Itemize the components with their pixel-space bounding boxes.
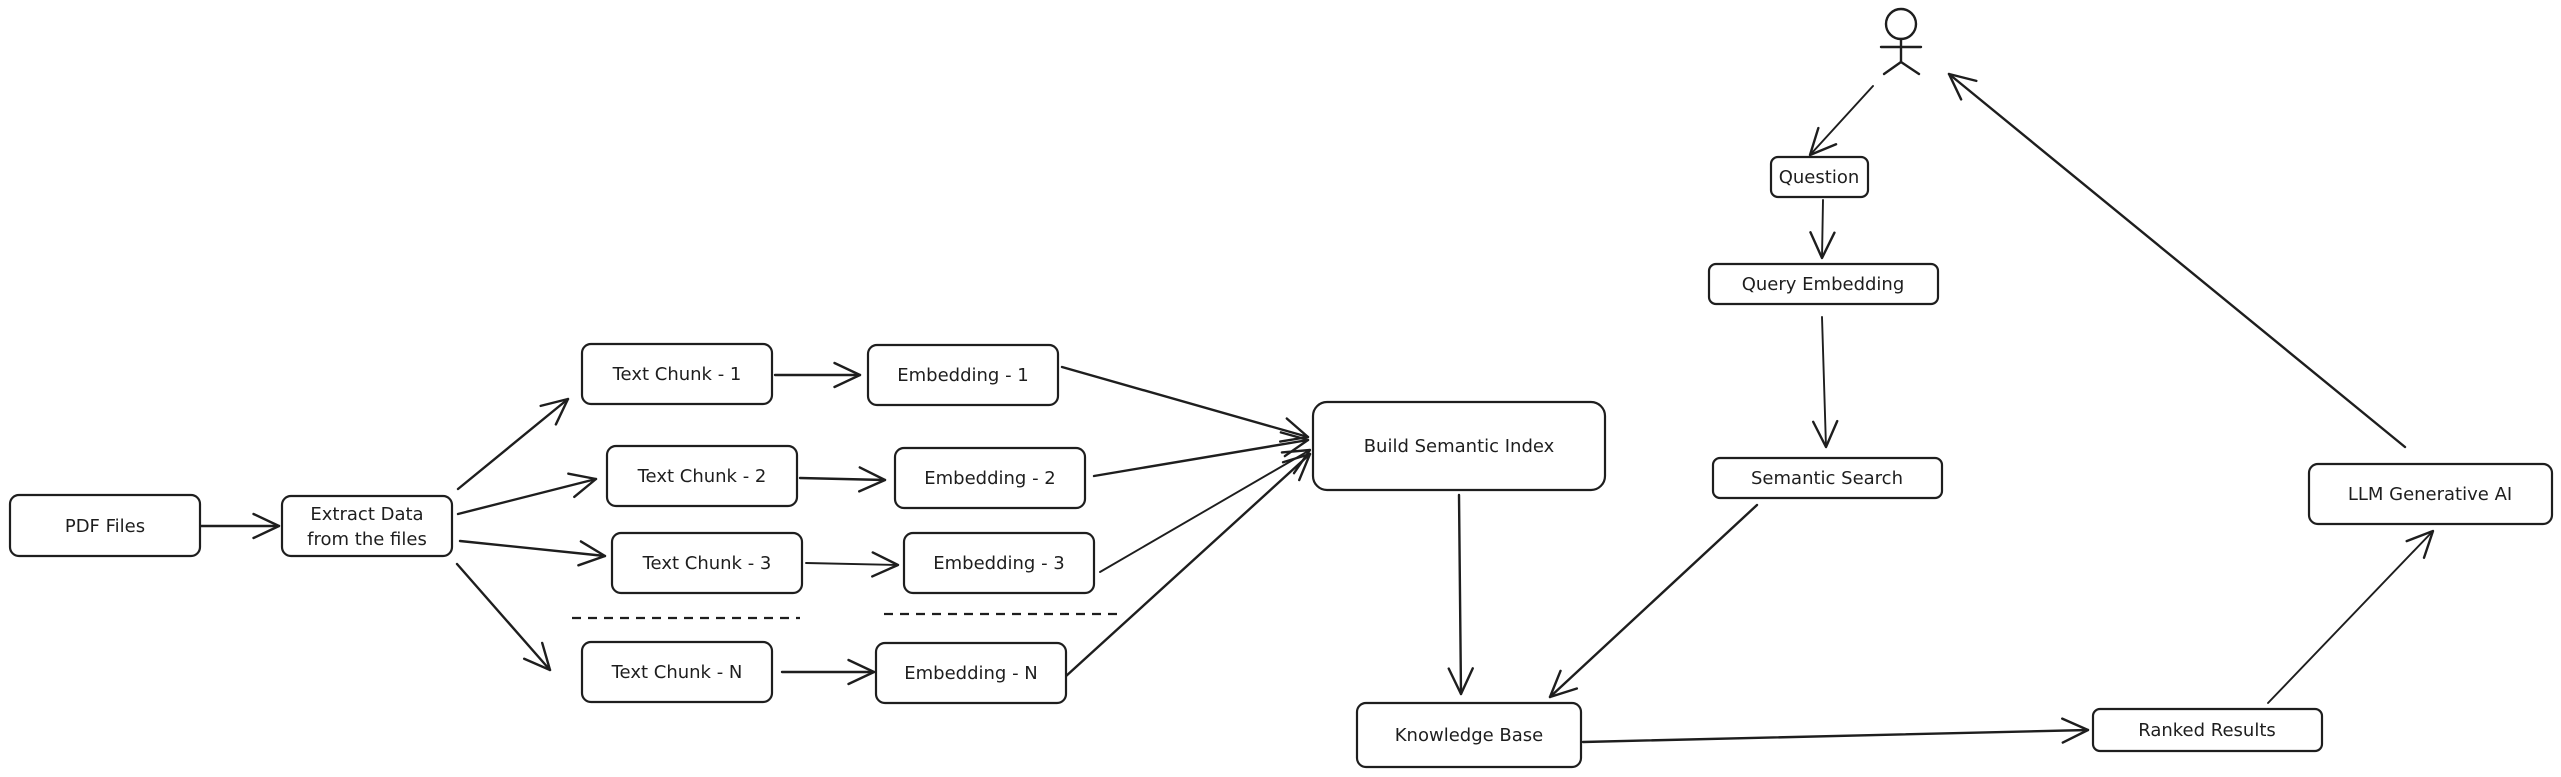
node-text-chunk-1-label: Text Chunk - 1 [612, 364, 742, 385]
node-text-chunk-n: Text Chunk - N [580, 640, 774, 704]
node-pdf-files: PDF Files [8, 493, 202, 558]
edges [198, 72, 2435, 744]
node-semantic-search-label: Semantic Search [1751, 468, 1903, 489]
edge-extract-to-chunk-3 [458, 539, 607, 567]
node-text-chunk-3-label: Text Chunk - 3 [642, 553, 772, 574]
edge-extract-to-chunk-2 [456, 472, 598, 516]
node-question: Question [1769, 155, 1870, 199]
node-build-semantic-index-label: Build Semantic Index [1364, 436, 1555, 457]
node-pdf-files-label: PDF Files [65, 516, 145, 537]
edge-embedding-1-to-index [1060, 365, 1310, 443]
node-embedding-3-label: Embedding - 3 [933, 553, 1064, 574]
node-question-label: Question [1779, 167, 1860, 188]
user-icon [1879, 7, 1923, 76]
node-llm-generative-ai: LLM Generative AI [2307, 462, 2554, 526]
node-knowledge-base: Knowledge Base [1355, 701, 1583, 769]
edge-ranked-results-to-llm [2267, 529, 2435, 704]
node-text-chunk-2: Text Chunk - 2 [605, 444, 799, 508]
node-embedding-2-label: Embedding - 2 [924, 468, 1055, 489]
node-text-chunk-n-label: Text Chunk - N [611, 662, 743, 683]
edge-question-to-query-embedding [1809, 199, 1836, 260]
node-extract-data: Extract Data from the files [280, 494, 454, 558]
edge-semantic-search-to-knowledge-base [1548, 503, 1759, 699]
node-text-chunk-3: Text Chunk - 3 [610, 531, 804, 595]
node-ranked-results: Ranked Results [2091, 707, 2324, 753]
node-query-embedding: Query Embedding [1707, 262, 1940, 306]
edge-user-to-question [1808, 85, 1874, 157]
node-embedding-2: Embedding - 2 [893, 446, 1087, 510]
edge-index-to-knowledge-base [1447, 493, 1474, 696]
node-build-semantic-index: Build Semantic Index [1311, 400, 1607, 492]
node-query-embedding-label: Query Embedding [1742, 274, 1905, 295]
node-knowledge-base-label: Knowledge Base [1395, 725, 1544, 746]
node-text-chunk-1: Text Chunk - 1 [580, 342, 774, 406]
node-embedding-n-label: Embedding - N [904, 663, 1038, 684]
node-semantic-search: Semantic Search [1711, 456, 1944, 500]
edge-embedding-2-to-index [1092, 431, 1310, 478]
edge-chunk-2-to-embedding-2 [798, 466, 887, 493]
edge-embedding-n-to-index [1063, 452, 1312, 679]
edge-query-embedding-to-semantic-search [1812, 316, 1839, 449]
edge-knowledge-base-to-ranked-results [1581, 717, 2090, 744]
edge-chunk-3-to-embedding-3 [805, 551, 900, 578]
node-embedding-1: Embedding - 1 [866, 343, 1060, 407]
edge-llm-to-user [1947, 72, 2407, 449]
node-extract-data-label-line2: from the files [307, 529, 427, 550]
node-embedding-3: Embedding - 3 [902, 531, 1096, 595]
edge-extract-to-chunk-1 [456, 397, 570, 491]
edge-extract-to-chunk-n [455, 562, 552, 672]
node-embedding-1-label: Embedding - 1 [897, 365, 1028, 386]
node-llm-generative-ai-label: LLM Generative AI [2348, 484, 2512, 505]
node-ranked-results-label: Ranked Results [2138, 720, 2276, 741]
node-text-chunk-2-label: Text Chunk - 2 [637, 466, 767, 487]
edge-embedding-3-to-index [1099, 448, 1312, 573]
node-embedding-n: Embedding - N [874, 641, 1068, 705]
node-extract-data-label-line1: Extract Data [310, 504, 423, 525]
